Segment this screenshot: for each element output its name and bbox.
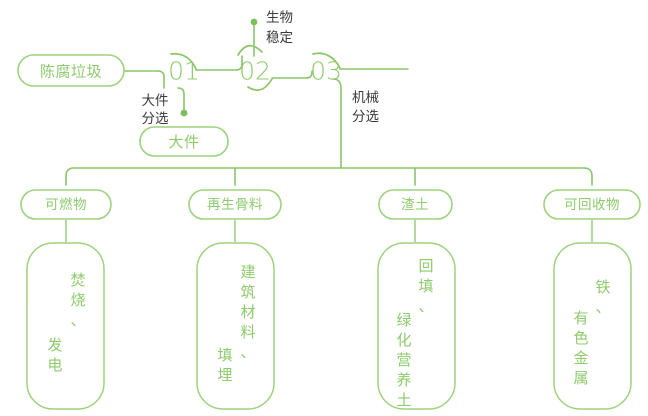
destination-2-col1-char4: 料 [240, 323, 255, 341]
destination-3-col1-char2: 填 [418, 277, 433, 295]
output-1-pill-shape [20, 189, 112, 220]
destination-1-col1-char1: 焚 [70, 271, 85, 289]
connector-03-to-bus [332, 78, 342, 169]
destination-3-col2-char5: 土 [396, 391, 411, 409]
destination-4-col2-char2: 色 [573, 329, 588, 347]
destination-box-4[interactable]: 铁 、 有 色 金 属 [553, 242, 632, 410]
destination-1-shape [26, 242, 105, 410]
stage-03-process-line1: 机械 [352, 90, 379, 106]
output-node-3[interactable]: 渣土 [378, 189, 453, 220]
destination-1-col1-char3: 、 [70, 311, 85, 329]
destination-4-col2-char1: 有 [573, 309, 588, 327]
stage-02-process-line2: 稳定 [266, 30, 293, 46]
source-pill-shape [17, 54, 125, 87]
destination-1-col2-char2: 电 [47, 356, 62, 374]
source-node[interactable]: 陈腐垃圾 [17, 54, 125, 87]
output-node-2[interactable]: 再生骨料 [188, 189, 282, 220]
destination-3-col2-char2: 化 [396, 331, 411, 349]
output-node-4[interactable]: 可回收物 [543, 189, 641, 220]
destination-2-shape [196, 242, 275, 410]
connector-01-to-02 [195, 55, 243, 71]
destination-4-col2-char3: 金 [573, 349, 588, 367]
dot-bio-branch [250, 18, 258, 26]
stage-01-process-label: 大件 分选 [142, 93, 169, 127]
output-3-label: 渣土 [401, 197, 429, 213]
destination-2-col1-char1: 建 [240, 263, 255, 281]
stage-03-process-line2: 分选 [352, 109, 379, 125]
stage-02-process-line1: 生物 [266, 10, 293, 26]
destination-4-shape [553, 242, 632, 410]
destination-2-col1-char3: 材 [240, 303, 255, 321]
distribution-bus [65, 167, 593, 186]
destination-3-col1-char1: 回 [418, 257, 433, 275]
destination-1-col1-char2: 烧 [70, 291, 85, 309]
destination-4-col1-char2: 、 [595, 298, 610, 316]
stage-01-process-line2: 分选 [142, 111, 169, 127]
stage-01-process-line1: 大件 [142, 93, 169, 109]
destination-2-col2-char2: 埋 [217, 366, 232, 384]
destination-4-col1-char1: 铁 [595, 278, 610, 296]
dot-bulky-branch [180, 109, 188, 117]
destination-box-2[interactable]: 建 筑 材 料 、 填 埋 [196, 242, 275, 410]
destination-2-col2-char1: 填 [217, 346, 232, 364]
output-3-pill-shape [378, 189, 453, 220]
connector-01-to-bulky [177, 87, 185, 113]
destination-3-col2-char1: 绿 [396, 311, 411, 329]
connector-02-to-03 [271, 70, 313, 79]
destination-1-col2-char1: 发 [47, 336, 62, 354]
arc-node-02-bottom [247, 78, 273, 91]
side-output-label: 大件 [168, 133, 199, 151]
destination-box-1[interactable]: 焚 烧 、 发 电 [26, 242, 105, 410]
stage-number-02[interactable]: 02 [239, 57, 271, 86]
connector-source-to-01 [123, 70, 165, 89]
destination-4-col2-char4: 属 [573, 369, 588, 387]
destination-box-3[interactable]: 回 填 、 绿 化 营 养 土 [377, 242, 456, 410]
output-4-pill-shape [543, 189, 641, 220]
side-output-pill-shape [139, 126, 229, 157]
stage-number-03[interactable]: 03 [310, 57, 342, 86]
output-2-pill-shape [188, 189, 282, 220]
destination-3-col2-char4: 养 [396, 371, 411, 389]
output-4-label: 可回收物 [564, 197, 620, 213]
destination-2-col1-char2: 筑 [240, 283, 255, 301]
stage-02-process-label: 生物 稳定 [266, 10, 293, 46]
destination-3-col1-char3: 、 [418, 297, 433, 315]
output-2-label: 再生骨料 [207, 197, 263, 213]
destination-3-shape [377, 242, 456, 410]
destination-3-col2-char3: 营 [396, 351, 411, 369]
source-label: 陈腐垃圾 [40, 63, 102, 81]
arc-node-03 [312, 52, 341, 69]
arc-node-02-top [237, 44, 263, 56]
destination-2-col1-char5: 、 [240, 343, 255, 361]
output-1-label: 可燃物 [45, 196, 87, 213]
stage-number-01[interactable]: 01 [168, 57, 200, 86]
arc-node-01 [170, 52, 197, 70]
side-output-node[interactable]: 大件 [139, 126, 229, 157]
stage-03-process-label: 机械 分选 [352, 90, 379, 125]
output-node-1[interactable]: 可燃物 [20, 189, 112, 220]
